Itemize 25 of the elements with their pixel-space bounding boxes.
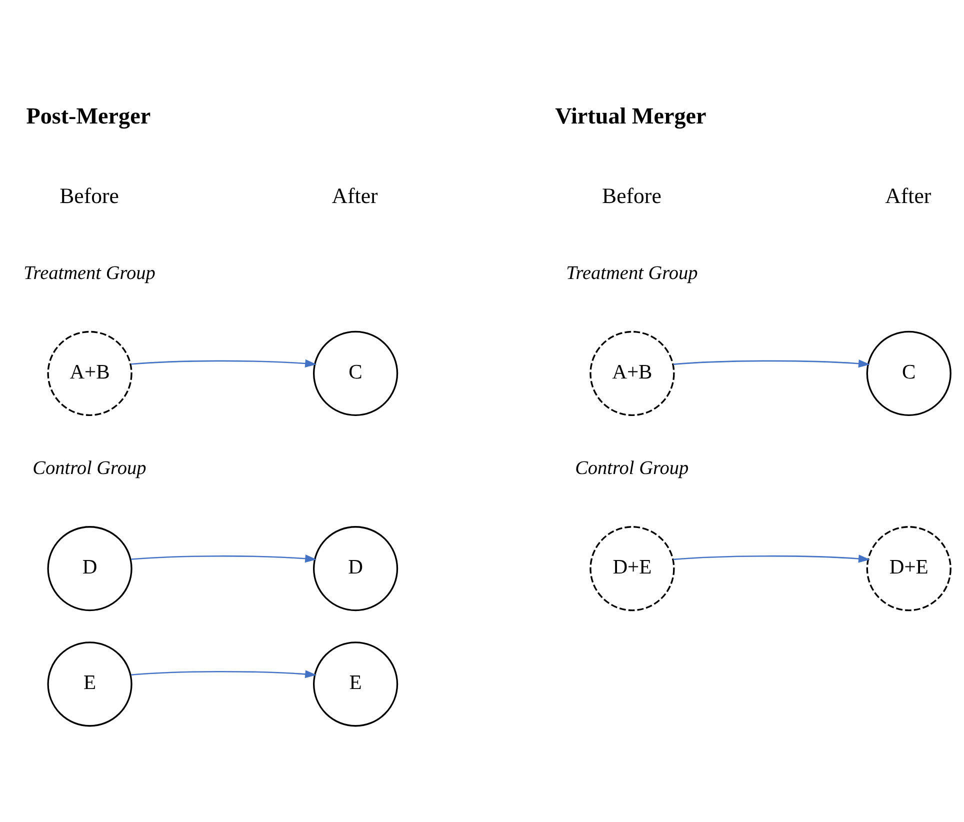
label: After bbox=[332, 184, 378, 208]
node-circle: E bbox=[312, 642, 398, 727]
label: Virtual Merger bbox=[555, 102, 706, 129]
node-circle: A+B bbox=[47, 330, 132, 416]
node-circle: E bbox=[47, 642, 132, 727]
node-circle: D bbox=[47, 526, 132, 612]
label: Control Group bbox=[575, 458, 689, 480]
label: After bbox=[885, 184, 932, 208]
label: Post-Merger bbox=[26, 102, 151, 129]
node-circle: D+E bbox=[590, 526, 675, 612]
label: Before bbox=[602, 184, 662, 208]
arrow bbox=[131, 554, 317, 563]
arrow bbox=[673, 360, 870, 368]
node-circle: C bbox=[312, 330, 398, 416]
label: Control Group bbox=[32, 458, 146, 480]
label: Before bbox=[60, 184, 119, 208]
node-circle: D+E bbox=[866, 526, 952, 612]
arrow bbox=[131, 359, 317, 368]
node-circle: C bbox=[866, 330, 952, 416]
label: Treatment Group bbox=[566, 263, 698, 284]
arrow bbox=[673, 554, 870, 563]
label: Treatment Group bbox=[24, 263, 156, 284]
arrow bbox=[131, 670, 317, 678]
node-circle: D bbox=[312, 526, 398, 612]
node-circle: A+B bbox=[590, 330, 675, 416]
